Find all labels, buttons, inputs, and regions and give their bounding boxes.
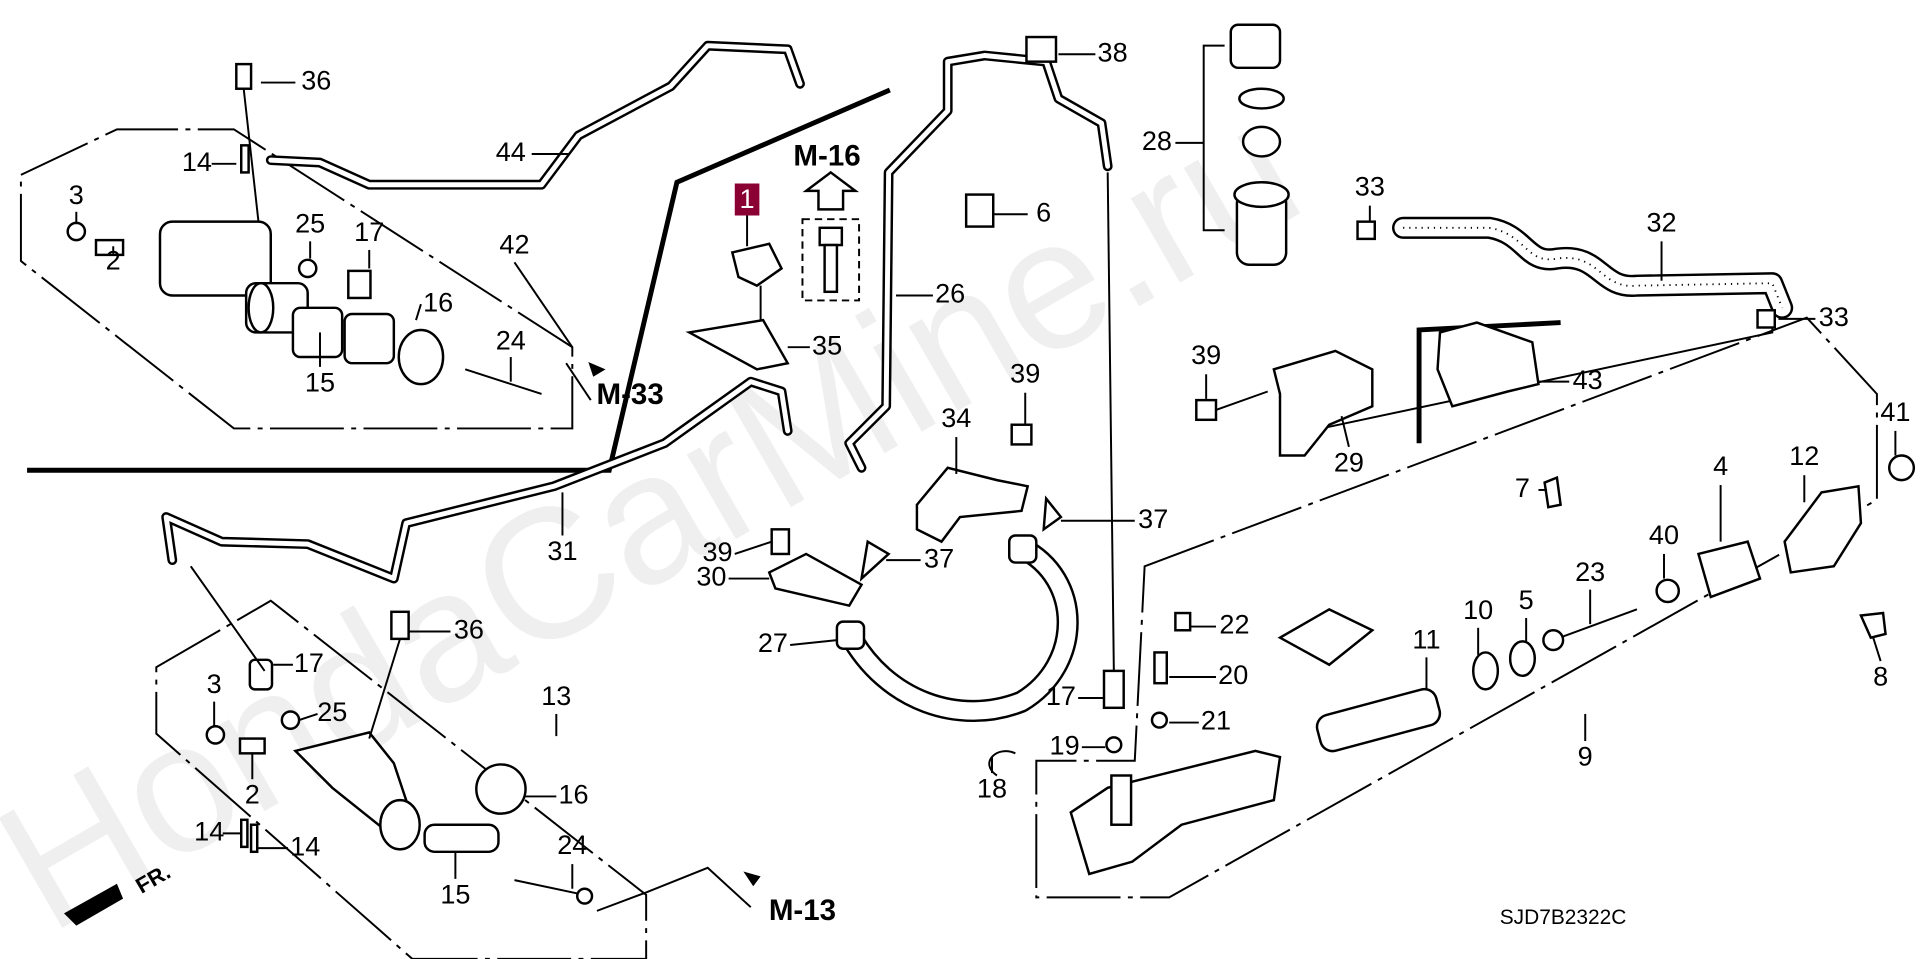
callout[interactable]: 3 xyxy=(207,668,222,699)
callout-1-highlighted[interactable]: 1 xyxy=(740,183,755,214)
callout[interactable]: 42 xyxy=(499,228,529,259)
clutch-slave-cylinder-lower xyxy=(189,565,594,905)
callout[interactable]: 37 xyxy=(1138,503,1168,534)
callout[interactable]: 5 xyxy=(1519,584,1534,615)
callout[interactable]: 4 xyxy=(1713,450,1728,481)
pipe-44 xyxy=(265,40,805,190)
bracket-1 xyxy=(685,242,790,371)
callout[interactable]: 2 xyxy=(106,244,121,275)
callout[interactable]: 44 xyxy=(496,136,526,167)
highlight-box-part-1[interactable] xyxy=(734,183,760,216)
callout[interactable]: 36 xyxy=(301,65,331,96)
section-divider xyxy=(1416,320,1561,444)
reference-m33[interactable]: M-33 xyxy=(597,378,664,411)
clip-30 xyxy=(767,495,1063,608)
clip-38-6-33 xyxy=(964,35,1776,329)
callout[interactable]: 19 xyxy=(1050,729,1080,760)
callout[interactable]: 24 xyxy=(557,829,587,860)
fitting-27 xyxy=(835,534,1038,650)
callout[interactable]: 33 xyxy=(1355,171,1385,202)
group-28-bracket xyxy=(1202,44,1225,232)
callout[interactable]: 16 xyxy=(423,286,453,317)
callout[interactable]: 12 xyxy=(1789,440,1819,471)
callout[interactable]: 27 xyxy=(758,627,788,658)
callout[interactable]: 20 xyxy=(1218,659,1248,690)
callout[interactable]: 18 xyxy=(977,772,1007,803)
callout[interactable]: 23 xyxy=(1575,556,1605,587)
bolt-m16 xyxy=(801,170,861,302)
callout[interactable]: 21 xyxy=(1201,705,1231,736)
callout[interactable]: 7 xyxy=(1515,472,1530,503)
callout[interactable]: 17 xyxy=(294,647,324,678)
callout[interactable]: 8 xyxy=(1873,660,1888,691)
hose-27 xyxy=(838,536,1079,723)
callout[interactable]: 30 xyxy=(696,561,726,592)
callout[interactable]: 25 xyxy=(295,208,325,239)
callout[interactable]: 6 xyxy=(1036,196,1051,227)
master-cylinder-9 xyxy=(988,454,1916,876)
callout[interactable]: 9 xyxy=(1578,740,1593,771)
diagram-code: SJD7B2322C xyxy=(1500,906,1627,929)
callout-labels: 36 44 14 3 25 17 42 2 16 24 15 35 26 38 … xyxy=(69,36,1911,909)
pipe-26 xyxy=(844,50,1113,473)
callout[interactable]: 3 xyxy=(69,179,84,210)
section-divider xyxy=(27,87,891,473)
callout[interactable]: 16 xyxy=(558,779,588,810)
callout[interactable]: 13 xyxy=(541,680,571,711)
callout[interactable]: 2 xyxy=(245,779,260,810)
callout[interactable]: 29 xyxy=(1334,446,1364,477)
hose-32 xyxy=(1392,216,1794,319)
hose-bracket-34 xyxy=(915,423,1033,544)
callout[interactable]: 14 xyxy=(182,146,212,177)
callout[interactable]: 34 xyxy=(941,402,971,433)
reference-m16[interactable]: M-16 xyxy=(793,139,860,172)
reference-m13[interactable]: M-13 xyxy=(769,894,836,927)
group-9-outline xyxy=(1035,316,1878,899)
callout[interactable]: 37 xyxy=(924,542,954,573)
arrow-m13-icon xyxy=(743,871,761,887)
leader-lines xyxy=(75,53,1897,912)
callout[interactable]: 10 xyxy=(1463,594,1493,625)
pipe-26-line xyxy=(1106,172,1115,671)
callout[interactable]: 31 xyxy=(547,535,577,566)
callout[interactable]: 22 xyxy=(1219,609,1249,640)
callout[interactable]: 43 xyxy=(1573,364,1603,395)
callout[interactable]: 15 xyxy=(440,878,470,909)
bracket-43 xyxy=(1436,321,1540,408)
clutch-master-cylinder-upper xyxy=(66,62,542,395)
callout[interactable]: 39 xyxy=(1010,358,1040,389)
callout[interactable]: 28 xyxy=(1142,125,1172,156)
callout[interactable]: 39 xyxy=(1191,339,1221,370)
callout[interactable]: 41 xyxy=(1880,396,1910,427)
callout[interactable]: 35 xyxy=(812,329,842,360)
callout[interactable]: 40 xyxy=(1649,519,1679,550)
callout[interactable]: 17 xyxy=(354,216,384,247)
bracket-29 xyxy=(1195,349,1374,457)
callout[interactable]: 14 xyxy=(290,830,320,861)
callout[interactable]: 14 xyxy=(194,816,224,847)
callout[interactable]: 33 xyxy=(1819,301,1849,332)
callout[interactable]: 36 xyxy=(454,614,484,645)
callout[interactable]: 15 xyxy=(305,366,335,397)
callout[interactable]: 26 xyxy=(935,278,965,309)
callout[interactable]: 39 xyxy=(702,536,732,567)
callout[interactable]: 25 xyxy=(317,696,347,727)
callout[interactable]: 17 xyxy=(1046,680,1076,711)
arrow-m33-icon xyxy=(588,361,606,377)
group-42-outline xyxy=(19,128,574,430)
callout[interactable]: 24 xyxy=(496,324,526,355)
callout[interactable]: 32 xyxy=(1646,206,1676,237)
reservoir-28 xyxy=(1229,23,1290,266)
callout[interactable]: 38 xyxy=(1098,36,1128,67)
pipe-31 xyxy=(161,376,793,584)
callout[interactable]: 11 xyxy=(1412,624,1440,655)
